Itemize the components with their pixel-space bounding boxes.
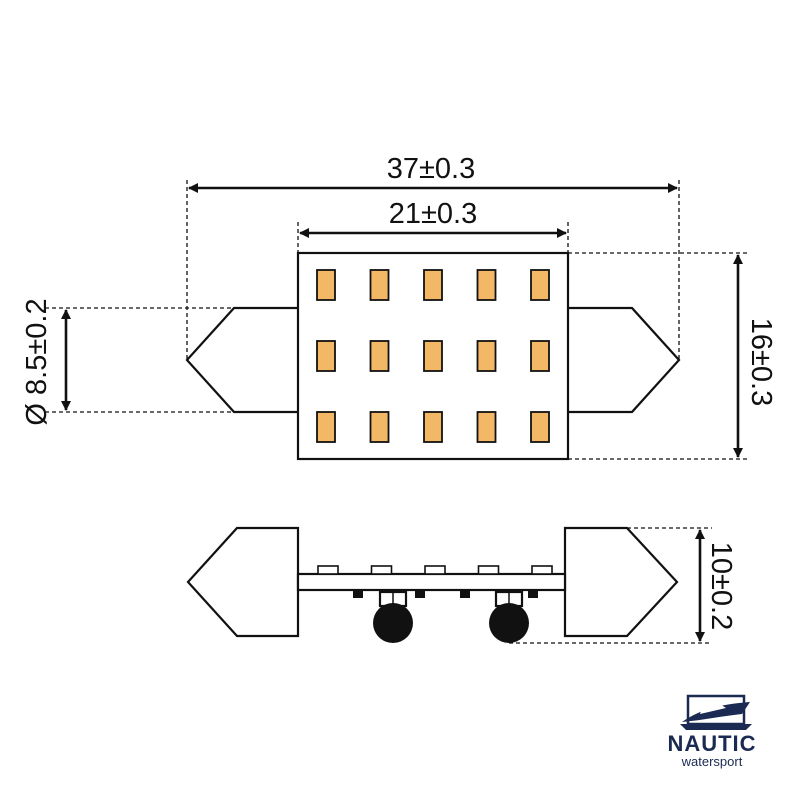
electrolytic-capacitor bbox=[373, 590, 413, 643]
smd-pad bbox=[415, 590, 425, 598]
dimension-board-length: 21±0.3 bbox=[297, 198, 569, 253]
led-chip bbox=[423, 269, 443, 301]
dimension-side-height: 10±0.2 bbox=[509, 527, 737, 644]
side-led-chip bbox=[424, 565, 446, 575]
side-view bbox=[186, 526, 679, 643]
led-chip bbox=[476, 340, 497, 372]
side-led-chip bbox=[477, 565, 500, 575]
side-led-chip bbox=[317, 565, 339, 575]
led-chip bbox=[369, 411, 390, 443]
right-end-cap bbox=[568, 306, 681, 414]
brand-tagline: watersport bbox=[681, 754, 743, 769]
dimension-overall-length: 37±0.3 bbox=[186, 153, 680, 360]
led-chip bbox=[316, 269, 336, 301]
side-led-chip bbox=[370, 565, 393, 575]
side-pcb bbox=[296, 572, 567, 592]
led-chip bbox=[530, 340, 550, 372]
dimension-board-height: 16±0.3 bbox=[568, 252, 777, 460]
smd-pad bbox=[460, 590, 470, 598]
cap-diameter-label: Ø 8.5±0.2 bbox=[21, 298, 53, 425]
led-chip bbox=[316, 340, 336, 372]
left-end-cap bbox=[185, 306, 298, 414]
board-length-label: 21±0.3 bbox=[389, 198, 478, 230]
brand-logo: NAUTIC watersport bbox=[667, 694, 756, 769]
board-height-label: 16±0.3 bbox=[745, 318, 777, 407]
led-chip bbox=[369, 340, 390, 372]
led-chip bbox=[476, 411, 497, 443]
side-led-row bbox=[317, 565, 553, 575]
led-chip bbox=[316, 411, 336, 443]
electrolytic-capacitor bbox=[489, 590, 529, 643]
led-grid bbox=[316, 269, 550, 443]
smd-pad bbox=[528, 590, 538, 598]
overall-length-label: 37±0.3 bbox=[387, 153, 476, 185]
side-led-chip bbox=[531, 565, 553, 575]
led-chip bbox=[423, 411, 443, 443]
dimension-cap-diameter: Ø 8.5±0.2 bbox=[21, 298, 234, 426]
side-right-cap bbox=[563, 526, 679, 638]
smd-pad bbox=[353, 590, 363, 598]
led-chip bbox=[423, 340, 443, 372]
brand-name: NAUTIC bbox=[667, 731, 756, 756]
side-height-label: 10±0.2 bbox=[705, 542, 737, 631]
side-left-cap bbox=[186, 526, 300, 638]
boat-logo-icon bbox=[680, 694, 752, 730]
led-chip bbox=[369, 269, 390, 301]
led-chip bbox=[530, 269, 550, 301]
led-chip bbox=[530, 411, 550, 443]
top-view bbox=[185, 251, 681, 461]
led-chip bbox=[476, 269, 497, 301]
